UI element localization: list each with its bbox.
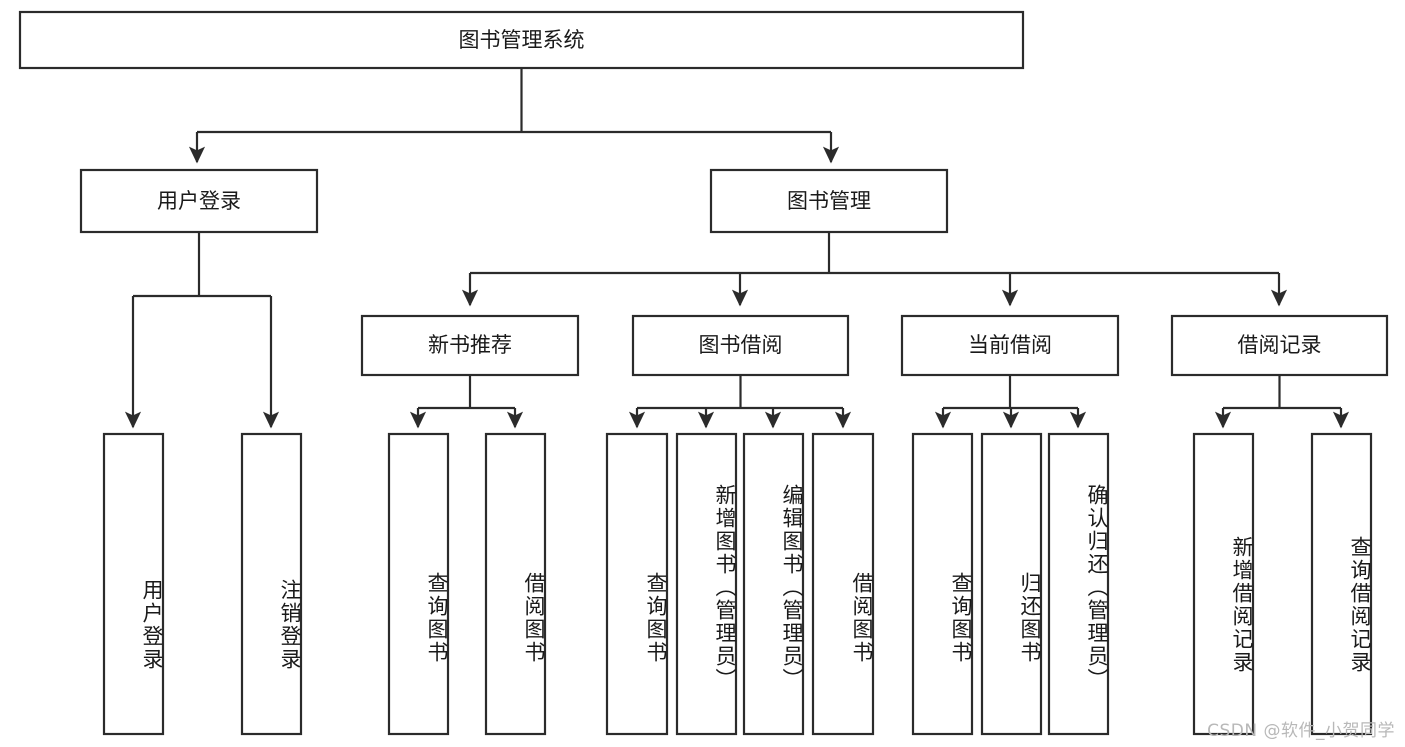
node-root[interactable]: 图书管理系统 — [18, 10, 1025, 70]
leaf-box-book-borrow-3[interactable] — [811, 432, 875, 736]
leaf-box-book-borrow-2[interactable] — [742, 432, 805, 736]
node-root-label: 图书管理系统 — [459, 28, 585, 52]
leaf-box-user-login-1[interactable] — [240, 432, 303, 736]
watermark-text: CSDN @软件_小贺同学 — [1207, 721, 1395, 741]
connector-book-borrow-to-leaves — [628, 375, 852, 429]
leaf-box-current-borrow-0[interactable] — [911, 432, 974, 736]
node-new-book-recommend-label: 新书推荐 — [428, 333, 512, 357]
leaf-box-new-book-1[interactable] — [484, 432, 547, 736]
node-book-borrow-label: 图书借阅 — [699, 333, 783, 357]
connector-borrow-record-to-leaves — [1214, 375, 1350, 429]
node-borrow-record-label: 借阅记录 — [1238, 333, 1322, 357]
connector-new-book-recommend-to-leaves — [409, 375, 524, 429]
connector-book-management-to-level3 — [461, 232, 1288, 307]
leaf-box-book-borrow-0[interactable] — [605, 432, 669, 736]
node-root-box[interactable] — [18, 10, 1025, 70]
leaf-box-current-borrow-2[interactable] — [1047, 432, 1110, 736]
node-user-login-box[interactable] — [79, 168, 319, 234]
leaf-box-current-borrow-1[interactable] — [980, 432, 1043, 736]
connector-root-to-level2 — [188, 68, 840, 164]
node-user-login-label: 用户登录 — [157, 189, 241, 213]
leaf-box-new-book-0[interactable] — [387, 432, 450, 736]
node-new-book-recommend[interactable]: 新书推荐 — [360, 314, 580, 377]
connector-current-borrow-to-leaves — [934, 375, 1087, 429]
connector-user-login-to-leaves — [124, 232, 280, 429]
leaf-box-book-borrow-1[interactable] — [675, 432, 738, 736]
node-book-management-label: 图书管理 — [787, 189, 871, 213]
node-new-book-recommend-box[interactable] — [360, 314, 580, 377]
node-current-borrow-box[interactable] — [900, 314, 1120, 377]
leaf-box-user-login-0[interactable] — [102, 432, 165, 736]
leaf-box-borrow-record-1[interactable] — [1310, 432, 1373, 736]
node-user-login[interactable]: 用户登录 — [79, 168, 319, 234]
node-current-borrow-label: 当前借阅 — [968, 333, 1052, 357]
leaf-box-borrow-record-0[interactable] — [1192, 432, 1255, 736]
node-book-borrow[interactable]: 图书借阅 — [631, 314, 850, 377]
node-current-borrow[interactable]: 当前借阅 — [900, 314, 1120, 377]
node-book-management[interactable]: 图书管理 — [709, 168, 949, 234]
node-borrow-record[interactable]: 借阅记录 — [1170, 314, 1389, 377]
